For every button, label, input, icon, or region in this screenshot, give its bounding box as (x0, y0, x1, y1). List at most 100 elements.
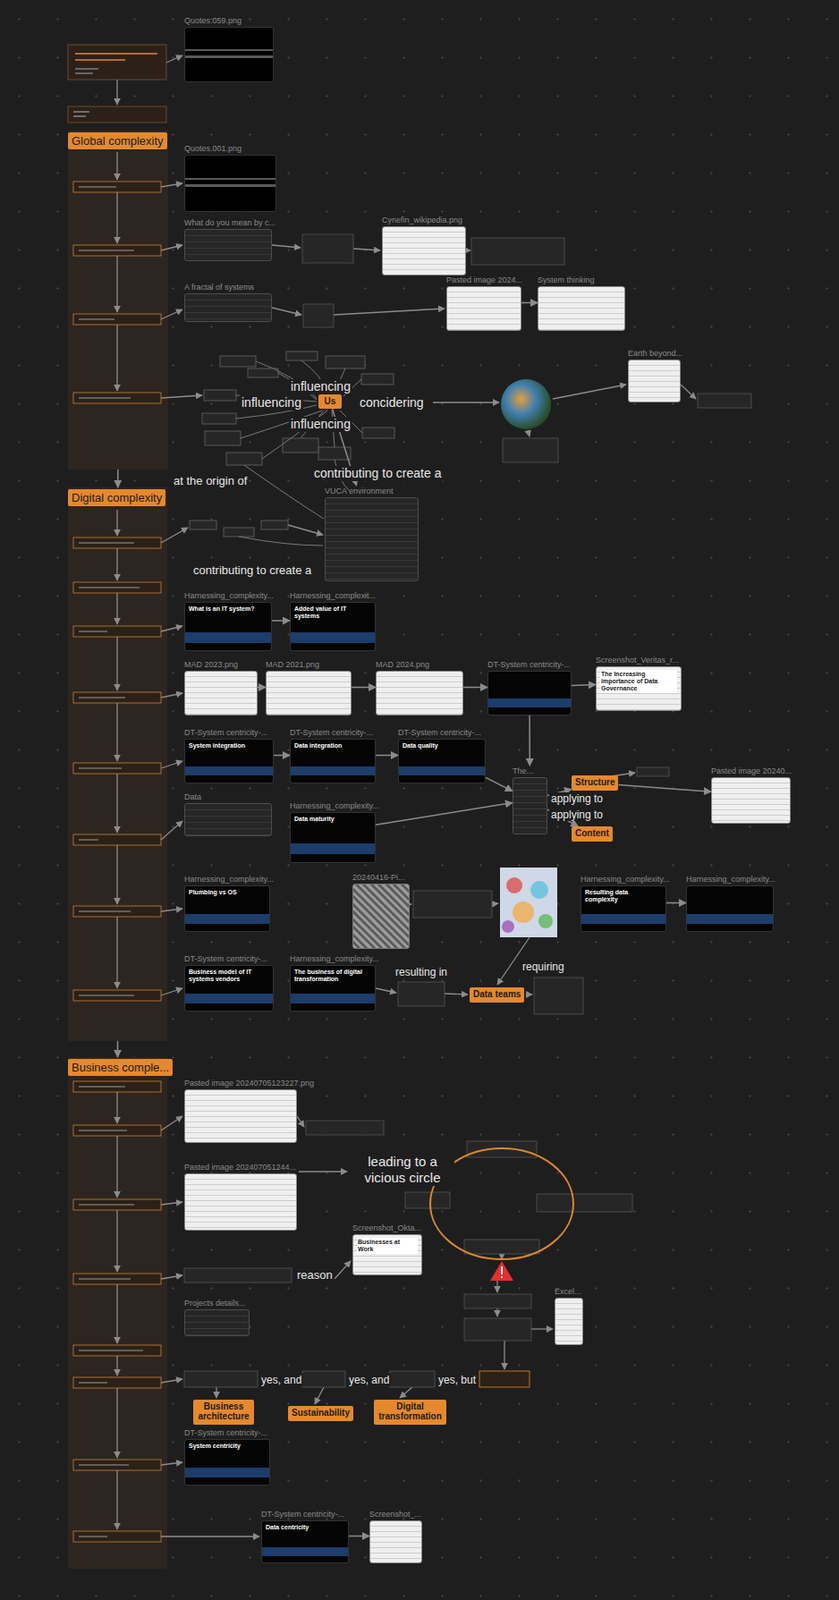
card-title: Projects details... (184, 1297, 250, 1310)
small-box (305, 1120, 384, 1136)
edge-phrase: leading to a vicious circle (350, 1153, 455, 1187)
slide-card: Pasted image 2024... (446, 274, 522, 331)
flow-arrow (161, 988, 183, 996)
spider-box (325, 355, 365, 369)
row-text-mark (78, 398, 131, 399)
small-box (398, 982, 445, 1007)
slide-card: System thinking (537, 274, 626, 331)
flow-arrow (466, 249, 471, 251)
small-box (184, 1268, 292, 1283)
flow-arrow (116, 593, 118, 625)
title-box (67, 44, 167, 123)
title-box (75, 59, 126, 61)
small-box (302, 1371, 346, 1388)
flow-arrow (432, 401, 500, 403)
section-band (67, 1057, 168, 1569)
flow-arrow (116, 1092, 118, 1124)
slide-card: Harnessing_complexity...What is an IT sy… (184, 590, 272, 652)
slide-card: Harnessing_complexity...Resulting data c… (580, 873, 667, 933)
row-text-mark (78, 587, 140, 589)
title-box (67, 44, 167, 80)
slide-heading: Resulting data complexity (584, 889, 662, 904)
slide-thumbnail (184, 1173, 297, 1231)
card-title: Harnessing_complexity... (289, 953, 376, 966)
flow-arrow (215, 1387, 217, 1399)
section-heading: Business comple... (67, 1059, 173, 1077)
slide-thumbnail (184, 154, 277, 212)
connector (351, 686, 376, 689)
flow-arrow (161, 626, 183, 632)
flow-arrow (161, 1116, 183, 1131)
flow-arrow (552, 384, 627, 399)
connector (521, 302, 538, 305)
highlight-box: Business architecture (193, 1399, 255, 1425)
title-box (75, 52, 158, 55)
slide-thumbnail: Data maturity (289, 812, 376, 864)
highlight-box: Structure (571, 775, 619, 791)
card-title: DT-System centricity-... (261, 1508, 349, 1521)
card-title: Screenshot_... (369, 1508, 423, 1521)
flow-arrow (680, 384, 696, 399)
row-box (73, 990, 162, 1001)
flow-arrow (116, 324, 118, 391)
slide-card: MAD 2021.png (265, 659, 352, 716)
row-text-mark (78, 1086, 126, 1088)
slide-card: Harnessing_complexity... The business of … (289, 953, 376, 1012)
slide-thumbnail: Added value of IT systems (289, 601, 376, 652)
flow-arrow (116, 1284, 118, 1344)
card-title: Pasted image 20240705123227.png (184, 1077, 297, 1090)
network-image (506, 877, 523, 894)
flow-arrow (116, 152, 118, 180)
spider-box (261, 520, 289, 530)
slide-card: DT-System centricity-...Data integration (289, 727, 376, 784)
small-box (464, 1294, 532, 1309)
row-text-mark (78, 1382, 108, 1384)
connector (571, 685, 596, 687)
card-title: DT-System centricity-... (184, 1427, 271, 1440)
card-title: Excel... (554, 1286, 584, 1298)
flow-arrow (116, 79, 118, 105)
row-text-mark (78, 1204, 135, 1206)
spider-box (203, 389, 237, 401)
flow-arrow (116, 1210, 118, 1272)
text-card: VUCA environment (324, 485, 419, 582)
spider-box (362, 427, 395, 439)
spider-box (220, 355, 256, 367)
slide-heading: What is an IT system? (188, 605, 268, 613)
slide-heading: Data integration (294, 742, 372, 750)
small-box (405, 1192, 450, 1209)
edge-phrase: influencing (239, 395, 304, 411)
warning-icon (500, 1266, 503, 1275)
edge-phrase: yes, and (347, 1373, 391, 1387)
slide-card: Quotes.001.png (184, 143, 277, 212)
title-box (75, 73, 94, 75)
small-box (502, 438, 559, 463)
edge-phrase: applying to (549, 808, 605, 822)
spider-line (238, 536, 323, 546)
slide-thumbnail (265, 670, 352, 716)
card-title: Pasted image 2024... (446, 274, 522, 287)
small-box (636, 767, 670, 777)
flow-arrow (353, 248, 381, 251)
row-box (73, 1273, 162, 1285)
slide-card: DT-System centricity-... (487, 659, 572, 716)
planet-image (500, 379, 551, 430)
slide-heading: The business of digital transformation (294, 968, 372, 984)
spider-box (223, 527, 255, 537)
connector (271, 619, 290, 622)
slide-heading: The Increasing importance of Data Govern… (600, 669, 678, 694)
flow-arrow (116, 845, 118, 905)
row-box (73, 762, 162, 774)
text-card: Data (184, 791, 272, 837)
card-body (324, 497, 419, 582)
slide-card: Earth beyond... (627, 347, 681, 403)
row-box (73, 582, 162, 594)
edge-phrase: reason (295, 1268, 335, 1283)
slide-thumbnail (369, 1520, 423, 1564)
flow-arrow (161, 1202, 183, 1205)
small-box (184, 234, 752, 1388)
card-body (184, 803, 272, 837)
row-box (73, 313, 162, 325)
flow-arrow (496, 1308, 498, 1317)
